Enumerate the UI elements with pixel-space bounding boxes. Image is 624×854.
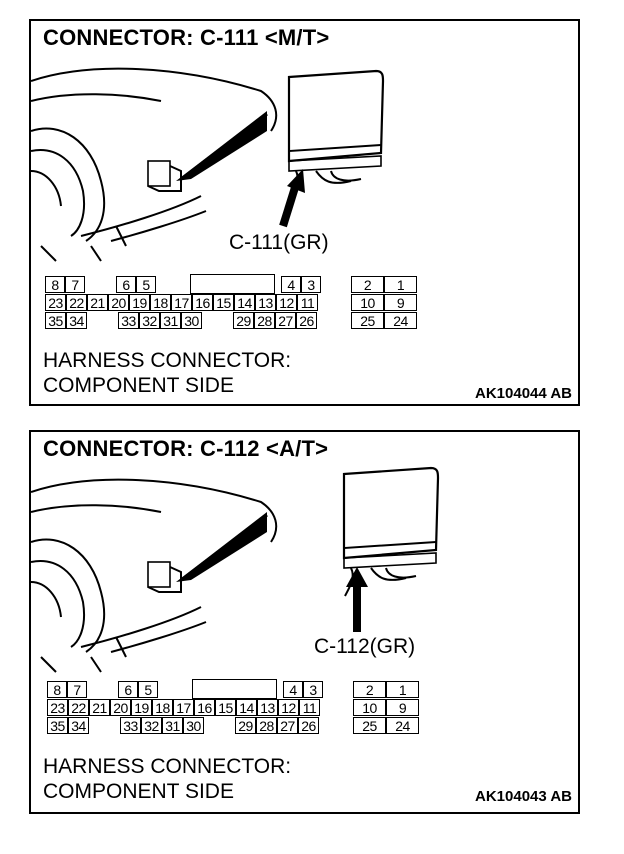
- panel-title: CONNECTOR: C-111 <M/T>: [43, 25, 330, 50]
- pin-cell: 32: [139, 312, 160, 329]
- pin-cell: 9: [384, 294, 417, 311]
- pin-cell: 17: [171, 294, 192, 311]
- connector-pinout: 8 7 6 5 4 3 2 1 23 22 21 20 19 18 17 16 …: [45, 274, 425, 344]
- figure-code: AK104043 AB: [475, 788, 572, 805]
- connector-pinout: 8 7 6 5 4 3 2 1 23 22 21 20 19 18 17 16 …: [47, 679, 427, 749]
- pin-cell: 31: [160, 312, 181, 329]
- pin-cell: 7: [67, 681, 87, 698]
- pin-cell: 8: [47, 681, 67, 698]
- pin-cell: 24: [386, 717, 419, 734]
- pin-cell: 4: [281, 276, 301, 293]
- pin-cell: 25: [353, 717, 386, 734]
- pin-cell: 29: [235, 717, 256, 734]
- pin-cell: 19: [131, 699, 152, 716]
- arrow-icon: [279, 169, 305, 228]
- pin-cell: 20: [110, 699, 131, 716]
- pin-cell: 28: [256, 717, 277, 734]
- pin-cell: 11: [299, 699, 320, 716]
- pin-cell: 18: [150, 294, 171, 311]
- connector-panel-c112: CONNECTOR: C-112 <A/T>: [29, 430, 580, 814]
- harness-caption-line-2: COMPONENT SIDE: [43, 374, 234, 397]
- connector-row-3: 35 34 33 32 31 30 29 28 27 26 25 24: [47, 717, 427, 736]
- pin-cell: 12: [278, 699, 299, 716]
- pin-cell: 8: [45, 276, 65, 293]
- pin-cell: 23: [45, 294, 66, 311]
- pin-cell: 35: [45, 312, 66, 329]
- pin-cell: 10: [351, 294, 384, 311]
- pin-cell: 34: [66, 312, 87, 329]
- pin-cell: 15: [215, 699, 236, 716]
- pin-cell: 29: [233, 312, 254, 329]
- pin-cell: 3: [303, 681, 323, 698]
- connector-blank-area: [190, 274, 275, 294]
- pin-cell: 30: [183, 717, 204, 734]
- pin-cell: 20: [108, 294, 129, 311]
- pin-cell: 16: [194, 699, 215, 716]
- pin-cell: 25: [351, 312, 384, 329]
- pin-cell: 6: [118, 681, 138, 698]
- pin-cell: 5: [138, 681, 158, 698]
- pin-cell: 10: [353, 699, 386, 716]
- pin-cell: 9: [386, 699, 419, 716]
- pin-cell: 22: [68, 699, 89, 716]
- connector-row-1: 8 7 6 5 4 3 2 1: [47, 681, 427, 700]
- pin-cell: 16: [192, 294, 213, 311]
- connector-blank-area: [192, 679, 277, 699]
- pin-cell: 33: [118, 312, 139, 329]
- pin-cell: 1: [384, 276, 417, 293]
- pin-cell: 14: [234, 294, 255, 311]
- pin-cell: 15: [213, 294, 234, 311]
- connector-panel-c111: CONNECTOR: C-111 <M/T>: [29, 19, 580, 406]
- pin-cell: 7: [65, 276, 85, 293]
- arrow-icon: [346, 567, 368, 632]
- figure-code: AK104044 AB: [475, 385, 572, 402]
- pin-cell: 30: [181, 312, 202, 329]
- pin-cell: 13: [257, 699, 278, 716]
- connector-row-2: 23 22 21 20 19 18 17 16 15 14 13 12 11 1…: [45, 294, 425, 313]
- pin-cell: 4: [283, 681, 303, 698]
- connector-callout-label: C-111(GR): [229, 231, 329, 254]
- harness-caption-line-1: HARNESS CONNECTOR:: [43, 755, 292, 778]
- panel-title: CONNECTOR: C-112 <A/T>: [43, 436, 329, 461]
- pin-cell: 18: [152, 699, 173, 716]
- harness-caption-line-1: HARNESS CONNECTOR:: [43, 349, 292, 372]
- pin-cell: 11: [297, 294, 318, 311]
- pin-cell: 5: [136, 276, 156, 293]
- harness-caption: HARNESS CONNECTOR: COMPONENT SIDE: [43, 348, 291, 398]
- pin-cell: 3: [301, 276, 321, 293]
- pin-cell: 32: [141, 717, 162, 734]
- connector-row-3: 35 34 33 32 31 30 29 28 27 26 25 24: [45, 312, 425, 331]
- pin-cell: 28: [254, 312, 275, 329]
- pin-cell: 19: [129, 294, 150, 311]
- pin-cell: 21: [89, 699, 110, 716]
- pin-cell: 14: [236, 699, 257, 716]
- dashboard-illustration: [31, 67, 385, 262]
- pin-cell: 35: [47, 717, 68, 734]
- connector-row-1: 8 7 6 5 4 3 2 1: [45, 276, 425, 295]
- pin-cell: 13: [255, 294, 276, 311]
- dashboard-illustration: [31, 466, 440, 673]
- pin-cell: 6: [116, 276, 136, 293]
- pin-cell: 2: [353, 681, 386, 698]
- harness-caption: HARNESS CONNECTOR: COMPONENT SIDE: [43, 754, 291, 804]
- pin-cell: 12: [276, 294, 297, 311]
- connector-callout-label: C-112(GR): [314, 635, 416, 658]
- pin-cell: 27: [277, 717, 298, 734]
- pin-cell: 26: [296, 312, 317, 329]
- pin-cell: 22: [66, 294, 87, 311]
- pin-cell: 26: [298, 717, 319, 734]
- pin-cell: 1: [386, 681, 419, 698]
- pin-cell: 23: [47, 699, 68, 716]
- pin-cell: 24: [384, 312, 417, 329]
- connector-row-2: 23 22 21 20 19 18 17 16 15 14 13 12 11 1…: [47, 699, 427, 718]
- pin-cell: 33: [120, 717, 141, 734]
- pin-cell: 21: [87, 294, 108, 311]
- pin-cell: 27: [275, 312, 296, 329]
- pin-cell: 17: [173, 699, 194, 716]
- harness-caption-line-2: COMPONENT SIDE: [43, 780, 234, 803]
- pin-cell: 31: [162, 717, 183, 734]
- pin-cell: 2: [351, 276, 384, 293]
- pin-cell: 34: [68, 717, 89, 734]
